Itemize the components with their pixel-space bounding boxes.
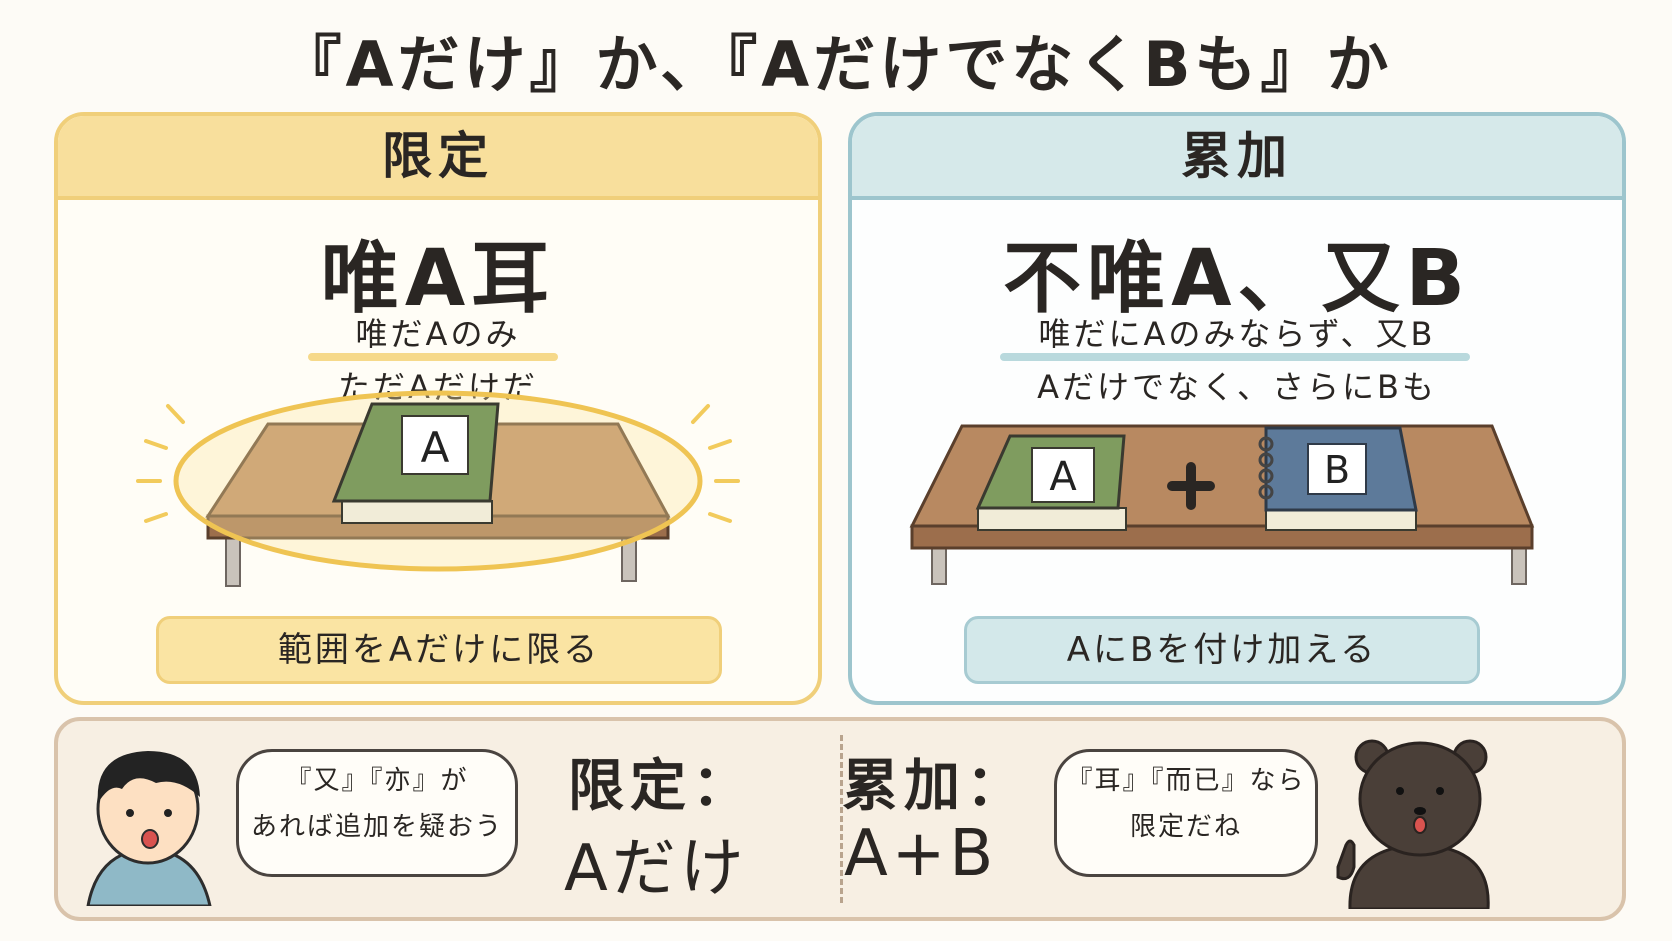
bear-bubble-line2: 限定だね [1129,812,1242,842]
add-reading-underline [1000,353,1470,361]
summary-panel: 『又』『亦』が あれば追加を疑おう 限定： Aだけ 累加： A+B 『耳』『而已… [54,717,1626,921]
page-title: 『Aだけ』か、『AだけでなくBも』か [279,28,1393,101]
highlight-rays [136,404,740,523]
limit-summary-value: Aだけ [564,832,748,906]
bear-speech-bubble: 『耳』『而已』なら 限定だね [1054,749,1318,877]
book-b-label: B [1324,448,1350,492]
bear-bubble-line1: 『耳』『而已』なら [1066,766,1306,796]
summary-divider [840,735,843,903]
boy-speech-bubble: 『又』『亦』が あれば追加を疑おう [236,749,518,877]
book-a-icon: A [975,434,1127,531]
limit-summary-label: 限定： [568,754,754,819]
add-caption: AにBを付け加える [964,616,1480,684]
table-edge [910,524,1534,550]
add-header: 累加 [852,116,1622,200]
limit-phrase: 唯A耳 [320,234,556,324]
add-phrase: 不唯A、又B [1003,234,1471,324]
table-leg [225,535,241,587]
add-reading: 唯だにAのみならず、又B [1038,315,1436,353]
limit-meaning: ただAだけだ [338,368,538,406]
limit-caption: 範囲をAだけに限る [156,616,722,684]
plus-icon [1167,462,1215,510]
boy-bubble-line2: あれば追加を疑おう [250,812,503,842]
book-a-label: A [1049,454,1077,500]
add-summary-label: 累加： [842,754,1028,819]
limit-reading-underline [308,353,558,361]
book-a-icon: A [331,402,500,524]
add-meaning: Aだけでなく、さらにBも [1037,368,1437,406]
limit-header: 限定 [58,116,818,200]
book-a-label: A [421,423,450,472]
bear-character-icon [1336,739,1490,909]
table-leg [931,545,947,585]
add-illustration: A B [909,424,1535,585]
boy-bubble-line1: 『又』『亦』が [285,766,469,796]
boy-character-icon [86,751,212,906]
add-summary-value: A+B [844,817,998,891]
limit-panel: 限定 唯A耳 唯だAのみ ただAだけだ A 範囲をAだけ [54,112,822,705]
add-panel: 累加 不唯A、又B 唯だにAのみならず、又B Aだけでなく、さらにBも A [848,112,1626,705]
book-b-icon: B [1258,426,1418,531]
table-leg [1511,545,1527,585]
limit-illustration: A [136,390,740,587]
limit-reading: 唯だAのみ [355,315,521,353]
